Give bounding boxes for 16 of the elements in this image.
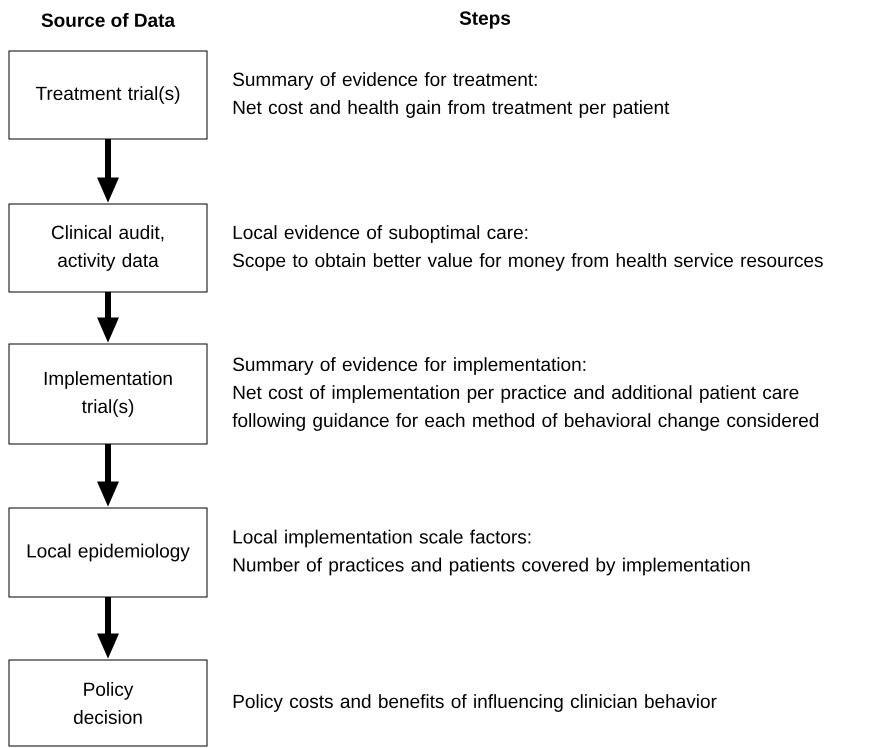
process-box: Clinical audit, activity data [8, 204, 208, 292]
step-description: Policy costs and benefits of influencing clinician behavior [234, 694, 717, 712]
process-box: Local epidemiology [8, 508, 208, 598]
step-description: Scope to obtain better value for money from health service resources [233, 253, 823, 271]
step-description: Number of practices and patients covered by implementation [234, 558, 750, 576]
step-description: Net cost and health gain from treatment per patient [234, 100, 670, 118]
step-heading: Local implementation scale factors: [234, 530, 530, 548]
step-heading: Summary of evidence for implementation: [233, 357, 586, 375]
process-box: Implementation trial(s) [8, 344, 208, 444]
step-description: Net cost of implementation per practice and additional patient care following guidance for each method of behavioral change considered [232, 385, 818, 431]
process-box: Policy decision [8, 660, 208, 746]
step-heading: Local evidence of suboptimal care: [234, 225, 528, 243]
column-header: Source of Data [42, 13, 176, 27]
column-header: Steps [460, 11, 510, 29]
process-box: Treatment trial(s) [8, 50, 208, 140]
step-heading: Summary of evidence for treatment: [233, 72, 537, 90]
